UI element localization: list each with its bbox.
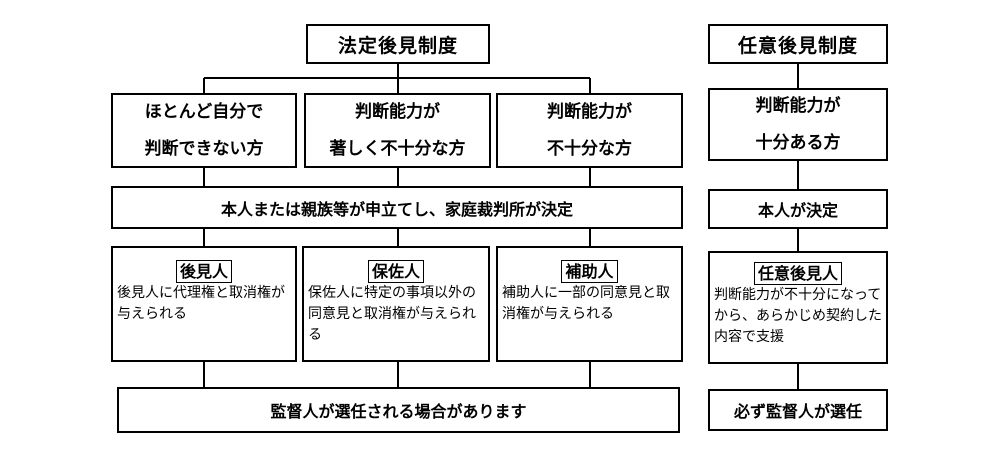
voluntary-category-line2: 十分ある方 <box>755 132 841 153</box>
voluntary-decision-text: 本人が決定 <box>757 201 838 220</box>
voluntary-title-text: 任意後見制度 <box>737 34 858 57</box>
legal-category-3-line1: 判断能力が <box>547 101 632 122</box>
legal-category-1: ほとんど自分で 判断できない方 <box>111 93 297 168</box>
voluntary-role-name: 任意後見人 <box>753 262 842 285</box>
legal-decision-text: 本人または親族等が申立てし、家庭裁判所が決定 <box>220 199 573 219</box>
legal-role-2-name: 保佐人 <box>367 260 424 283</box>
legal-supervisor: 監督人が選任される場合があります <box>117 387 680 433</box>
legal-supervisor-text: 監督人が選任される場合があります <box>270 402 527 421</box>
legal-category-2-line2: 著しく不十分な方 <box>329 138 466 159</box>
voluntary-title: 任意後見制度 <box>708 24 888 64</box>
voluntary-role: 任意後見人 判断能力が不十分になってから、あらかじめ契約した内容で支援 <box>708 251 888 364</box>
legal-role-3-name: 補助人 <box>561 260 618 283</box>
legal-title: 法定後見制度 <box>306 24 490 64</box>
legal-title-text: 法定後見制度 <box>337 34 458 57</box>
legal-category-2-line1: 判断能力が <box>355 101 440 122</box>
voluntary-role-description: 判断能力が不十分になってから、あらかじめ契約した内容で支援 <box>714 287 882 345</box>
voluntary-category: 判断能力が 十分ある方 <box>708 88 888 161</box>
voluntary-supervisor-text: 必ず監督人が選任 <box>733 402 862 421</box>
legal-category-2: 判断能力が 著しく不十分な方 <box>304 93 491 168</box>
legal-role-3: 補助人 補助人に一部の同意見と取消権が与えられる <box>496 246 683 362</box>
legal-category-3: 判断能力が 不十分な方 <box>496 93 683 168</box>
legal-role-1-name: 後見人 <box>175 260 232 283</box>
voluntary-category-line1: 判断能力が <box>755 95 841 116</box>
voluntary-decision: 本人が決定 <box>708 189 888 229</box>
voluntary-supervisor: 必ず監督人が選任 <box>708 389 888 431</box>
legal-role-3-description: 補助人に一部の同意見と取消権が与えられる <box>502 285 670 322</box>
legal-category-1-line1: ほとんど自分で <box>144 101 264 122</box>
legal-role-2: 保佐人 保佐人に特定の事項以外の同意見と取消権が与えられる <box>302 246 490 362</box>
legal-role-1-description: 後見人に代理権と取消権が与えられる <box>117 285 285 322</box>
legal-category-3-line2: 不十分な方 <box>547 138 632 159</box>
legal-role-2-description: 保佐人に特定の事項以外の同意見と取消権が与えられる <box>308 285 476 343</box>
legal-category-1-line2: 判断できない方 <box>144 138 264 159</box>
legal-decision: 本人または親族等が申立てし、家庭裁判所が決定 <box>111 186 683 229</box>
legal-role-1: 後見人 後見人に代理権と取消権が与えられる <box>111 246 297 362</box>
